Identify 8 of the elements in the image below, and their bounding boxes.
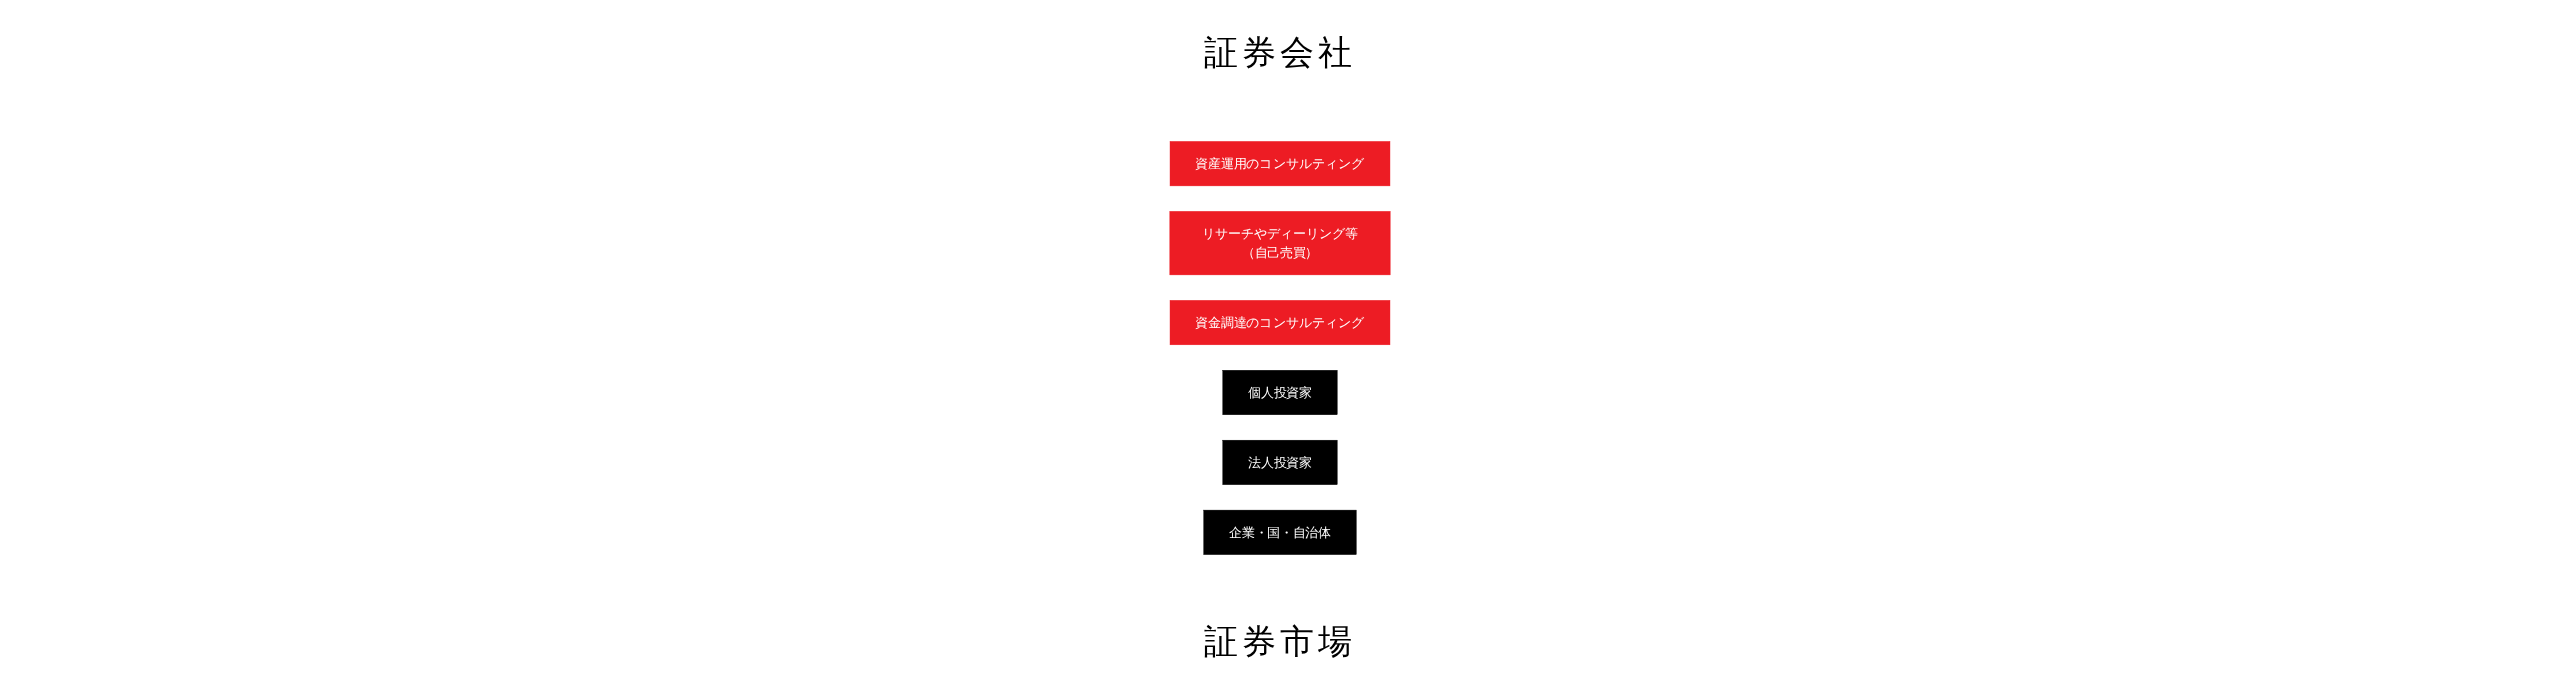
node-box: リサーチやディーリング等（自己売買） <box>1169 210 1391 275</box>
node-box: 個人投資家 <box>1222 369 1338 415</box>
section-heading: 証券市場 <box>1204 620 1356 663</box>
node-box: 資金調達のコンサルティング <box>1169 299 1391 345</box>
node-box: 法人投資家 <box>1222 439 1338 485</box>
node-box: 企業・国・自治体 <box>1203 509 1357 555</box>
section-heading: 証券会社 <box>1204 31 1356 74</box>
node-box: 資産運用のコンサルティング <box>1169 140 1391 186</box>
